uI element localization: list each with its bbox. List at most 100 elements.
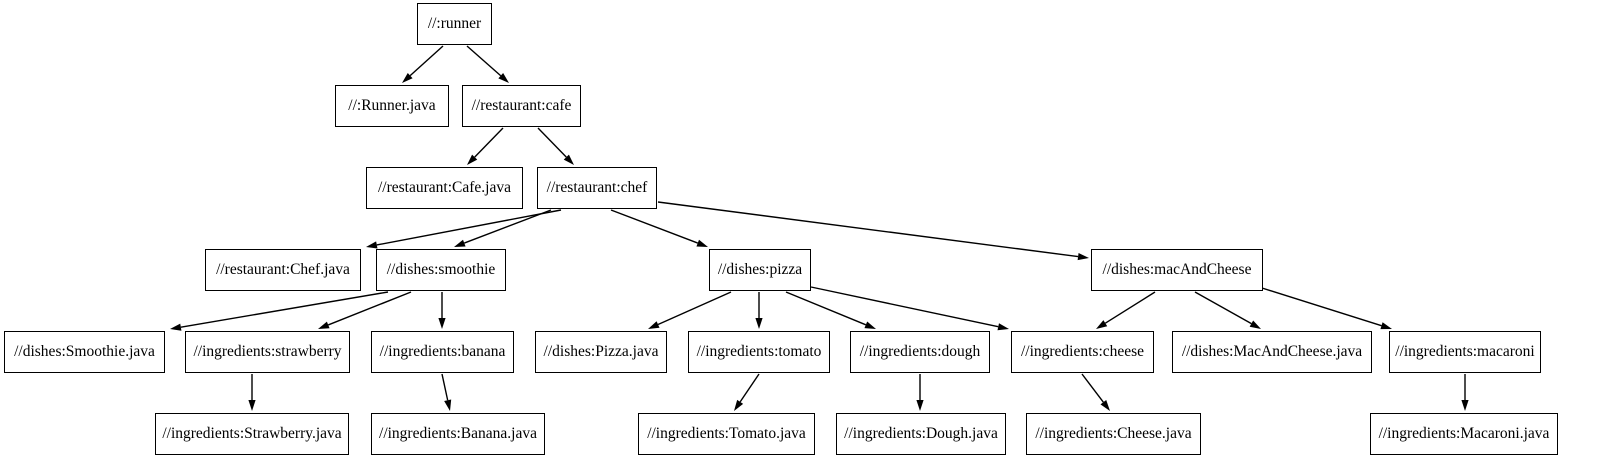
graph-node-ing-macaroni-java[interactable]: //ingredients:Macaroni.java bbox=[1370, 413, 1558, 455]
edge-line bbox=[739, 373, 760, 403]
arrowhead-icon bbox=[1077, 253, 1089, 261]
graph-node-dishes-pizza-java[interactable]: //dishes:Pizza.java bbox=[535, 331, 667, 373]
graph-edge bbox=[1261, 287, 1392, 330]
graph-node-runner-java[interactable]: //:Runner.java bbox=[335, 85, 449, 127]
graph-node-label: //restaurant:chef bbox=[546, 179, 648, 197]
arrowhead-icon bbox=[1249, 320, 1261, 329]
graph-node-label: //dishes:smoothie bbox=[386, 261, 496, 279]
graph-node-ing-macaroni[interactable]: //ingredients:macaroni bbox=[1389, 331, 1541, 373]
graph-edge bbox=[1081, 373, 1110, 411]
graph-node-label: //ingredients:dough bbox=[859, 343, 981, 361]
edge-line bbox=[327, 291, 412, 326]
graph-edge bbox=[610, 209, 708, 247]
graph-edge bbox=[657, 201, 1089, 261]
edge-line bbox=[657, 201, 1079, 258]
graph-edge bbox=[466, 45, 509, 83]
arrowhead-icon bbox=[444, 399, 452, 411]
graph-edge bbox=[1461, 374, 1469, 411]
graph-edge bbox=[734, 373, 760, 411]
arrowhead-icon bbox=[648, 321, 660, 329]
graph-edge bbox=[537, 127, 574, 165]
graph-edge bbox=[785, 291, 876, 329]
graph-node-dishes-pizza[interactable]: //dishes:pizza bbox=[709, 249, 811, 291]
edge-line bbox=[409, 45, 444, 77]
graph-edge bbox=[438, 292, 446, 329]
graph-node-label: //ingredients:strawberry bbox=[193, 343, 342, 361]
edge-line bbox=[376, 209, 562, 246]
graph-edge bbox=[441, 373, 452, 411]
graph-edge bbox=[916, 374, 924, 411]
arrowhead-icon bbox=[498, 73, 509, 83]
graph-edge bbox=[170, 291, 389, 331]
graph-node-dishes-mac-java[interactable]: //dishes:MacAndCheese.java bbox=[1172, 331, 1372, 373]
arrowhead-icon bbox=[467, 154, 478, 165]
graph-node-ing-tomato-java[interactable]: //ingredients:Tomato.java bbox=[638, 413, 815, 455]
graph-node-label: //ingredients:Strawberry.java bbox=[162, 425, 342, 443]
graph-node-ing-banana[interactable]: //ingredients:banana bbox=[371, 331, 514, 373]
arrowhead-icon bbox=[563, 154, 574, 165]
arrowhead-icon bbox=[1096, 320, 1108, 329]
graph-node-ing-dough-java[interactable]: //ingredients:Dough.java bbox=[836, 413, 1006, 455]
graph-node-restaurant-cafe[interactable]: //restaurant:cafe bbox=[462, 85, 581, 127]
graph-node-dishes-smoothie[interactable]: //dishes:smoothie bbox=[376, 249, 506, 291]
graph-node-label: //ingredients:Macaroni.java bbox=[1378, 425, 1550, 443]
arrowhead-icon bbox=[1380, 322, 1392, 330]
edge-line bbox=[1104, 291, 1156, 324]
edge-line bbox=[657, 291, 732, 326]
arrowhead-icon bbox=[402, 72, 413, 83]
arrowhead-icon bbox=[366, 241, 378, 249]
graph-edge bbox=[648, 291, 732, 329]
arrowhead-icon bbox=[734, 399, 744, 411]
graph-node-ing-banana-java[interactable]: //ingredients:Banana.java bbox=[371, 413, 545, 455]
arrowhead-icon bbox=[916, 400, 924, 411]
graph-edge bbox=[366, 209, 562, 249]
edge-line bbox=[180, 291, 389, 328]
arrowhead-icon bbox=[318, 321, 330, 329]
graph-node-ing-cheese[interactable]: //ingredients:cheese bbox=[1011, 331, 1154, 373]
graph-node-label: //dishes:Pizza.java bbox=[543, 343, 659, 361]
graph-node-dishes-macandcheese[interactable]: //dishes:macAndCheese bbox=[1091, 249, 1263, 291]
graph-node-restaurant-chef-java[interactable]: //restaurant:Chef.java bbox=[205, 249, 361, 291]
graph-edge bbox=[810, 286, 1009, 331]
edge-line bbox=[537, 127, 567, 158]
graph-edge bbox=[248, 374, 256, 411]
graph-node-label: //ingredients:cheese bbox=[1020, 343, 1145, 361]
arrowhead-icon bbox=[755, 318, 763, 329]
arrowhead-icon bbox=[864, 321, 876, 329]
graph-node-label: //ingredients:Tomato.java bbox=[647, 425, 806, 443]
graph-node-label: //dishes:MacAndCheese.java bbox=[1181, 343, 1363, 361]
graph-edge bbox=[467, 127, 504, 165]
graph-node-dishes-smoothie-java[interactable]: //dishes:Smoothie.java bbox=[4, 331, 165, 373]
graph-node-label: //:Runner.java bbox=[348, 97, 436, 115]
graph-node-restaurant-chef[interactable]: //restaurant:chef bbox=[537, 167, 657, 209]
arrowhead-icon bbox=[248, 400, 256, 411]
edge-line bbox=[474, 127, 504, 158]
graph-node-restaurant-cafe-java[interactable]: //restaurant:Cafe.java bbox=[366, 167, 523, 209]
graph-node-ing-cheese-java[interactable]: //ingredients:Cheese.java bbox=[1026, 413, 1201, 455]
graph-node-ing-dough[interactable]: //ingredients:dough bbox=[850, 331, 990, 373]
graph-node-runner[interactable]: //:runner bbox=[417, 3, 492, 45]
graph-edge bbox=[1096, 291, 1156, 329]
graph-node-label: //ingredients:Cheese.java bbox=[1035, 425, 1192, 443]
edge-line bbox=[466, 45, 502, 77]
arrowhead-icon bbox=[170, 323, 182, 331]
graph-node-label: //ingredients:banana bbox=[379, 343, 506, 361]
graph-node-ing-tomato[interactable]: //ingredients:tomato bbox=[688, 331, 830, 373]
graph-node-label: //:runner bbox=[427, 15, 482, 33]
edge-line bbox=[1081, 373, 1104, 403]
graph-node-label: //restaurant:cafe bbox=[471, 97, 572, 115]
graph-node-label: //dishes:macAndCheese bbox=[1102, 261, 1252, 279]
edge-line bbox=[1261, 287, 1382, 327]
graph-node-ing-strawberry[interactable]: //ingredients:strawberry bbox=[185, 331, 350, 373]
graph-node-label: //ingredients:macaroni bbox=[1395, 343, 1535, 361]
arrowhead-icon bbox=[1461, 400, 1469, 411]
graph-node-label: //dishes:pizza bbox=[717, 261, 803, 279]
graph-edge bbox=[402, 45, 444, 83]
arrowhead-icon bbox=[1100, 400, 1110, 411]
graph-node-label: //restaurant:Cafe.java bbox=[378, 179, 511, 197]
graph-node-ing-strawberry-java[interactable]: //ingredients:Strawberry.java bbox=[155, 413, 349, 455]
edge-line bbox=[785, 291, 867, 326]
graph-node-label: //restaurant:Chef.java bbox=[216, 261, 350, 279]
